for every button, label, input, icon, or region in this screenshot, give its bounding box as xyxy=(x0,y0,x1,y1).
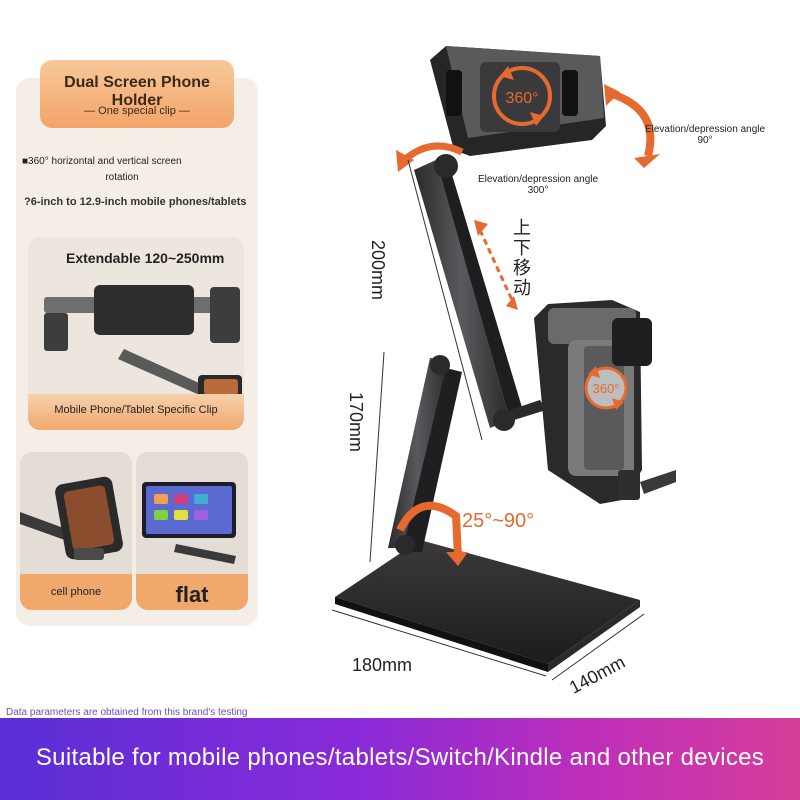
feature-rotation-line1: 360° horizontal and vertical screen xyxy=(28,156,182,167)
base-width-dimension: 180mm xyxy=(352,655,413,675)
tablet-mode-label: flat xyxy=(175,582,209,607)
tablet-mode-card xyxy=(136,452,248,610)
feature-size-range: ?6-inch to 12.9-inch mobile phones/table… xyxy=(24,196,247,208)
base-angle-arrow xyxy=(396,501,468,566)
compatibility-text: Suitable for mobile phones/tablets/Switc… xyxy=(35,744,765,771)
stand-base xyxy=(335,540,640,672)
rotate-arrow-top: 360° xyxy=(492,66,552,126)
feature-rotation-line2: rotation xyxy=(105,172,139,183)
tablet-clip xyxy=(430,46,606,156)
elevation-mid-label: Elevation/depression angle xyxy=(477,174,599,185)
product-title: Dual Screen Phone Holder xyxy=(64,74,210,109)
extend-label: Extendable 120~250mm xyxy=(66,250,225,266)
clip-label-bar xyxy=(28,394,244,430)
rotate-top-text: 360° xyxy=(505,90,538,107)
rotate-arrow-clip: 360° xyxy=(584,366,628,410)
vertical-move-label: 上下移动 xyxy=(511,218,531,298)
phone-mode-card xyxy=(20,452,132,610)
title-badge xyxy=(40,60,234,128)
elevation-top-value: 90° xyxy=(697,135,713,146)
base-angle-label: 25°~90° xyxy=(462,510,535,532)
upper-arm-dimension: 200mm xyxy=(368,240,388,301)
product-subtitle: — One special clip — xyxy=(84,105,190,117)
tablet-mount-illustration xyxy=(136,452,248,610)
elevation-arrow-left xyxy=(396,142,464,172)
lower-arm-dimension: 170mm xyxy=(346,392,366,453)
subtitle-text: One special clip xyxy=(98,105,176,117)
upper-arm xyxy=(414,154,524,431)
clip-label: Mobile Phone/Tablet Specific Clip xyxy=(54,404,218,416)
elevation-top-annotation: Elevation/depression angle 90° xyxy=(640,124,770,146)
bullet-icon: ■ xyxy=(22,156,29,167)
testing-footnote: Data parameters are obtained from this b… xyxy=(6,707,248,718)
compatibility-banner xyxy=(0,718,800,800)
phone-mount-illustration xyxy=(20,452,132,610)
elevation-mid-value: 300° xyxy=(527,185,549,196)
rotate-clip-text: 360° xyxy=(593,381,620,396)
extendable-clip-illustration xyxy=(44,285,242,399)
dimension-lines xyxy=(331,159,645,681)
elevation-arrow-right xyxy=(604,84,660,168)
phone-mode-label: cell phone xyxy=(50,586,102,598)
elevation-mid-annotation: Elevation/depression angle 300° xyxy=(472,174,604,196)
stand-illustration: 360° 360° xyxy=(331,46,676,681)
feature-rotation: ■360° horizontal and vertical screen xyxy=(22,156,232,167)
vertical-move-arrow xyxy=(474,220,518,310)
elevation-top-label: Elevation/depression angle xyxy=(644,124,766,135)
